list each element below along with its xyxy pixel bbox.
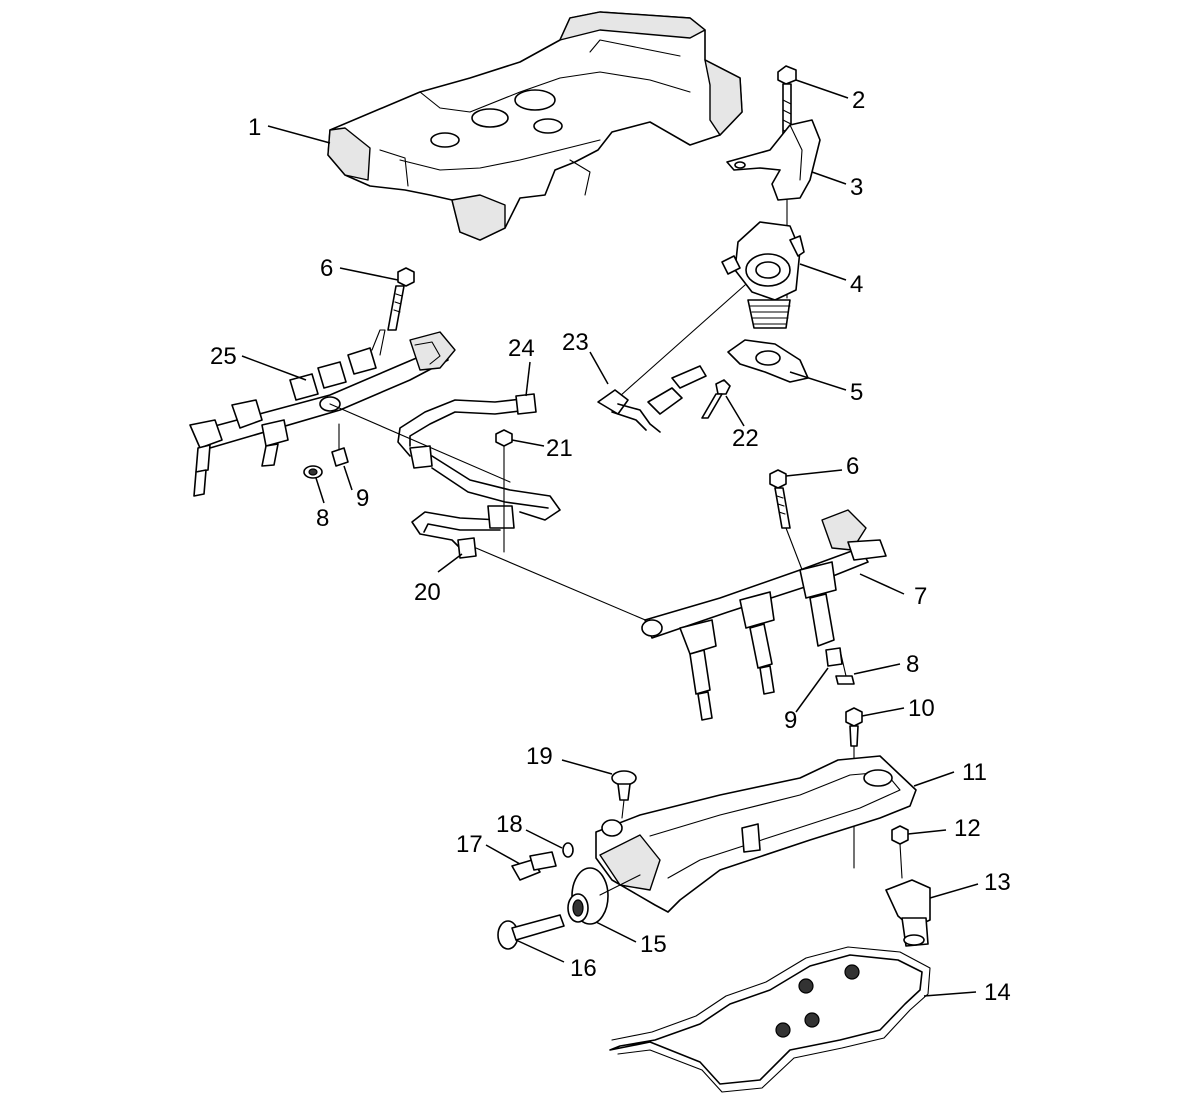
callout-17: 17: [456, 831, 483, 858]
callout-2: 2: [852, 87, 865, 114]
callout-19: 19: [526, 743, 553, 770]
callout-10: 10: [908, 695, 935, 722]
bolt-6-lower: [769, 469, 807, 581]
bolt-10: [845, 707, 863, 869]
o-ring-18: [562, 842, 574, 858]
callout-25: 25: [210, 343, 237, 370]
o-ring-9-left: [331, 423, 349, 467]
callout-9-right: 9: [784, 707, 797, 734]
callout-7: 7: [914, 583, 927, 610]
bolt-16: [497, 914, 565, 950]
callout-8-right: 8: [906, 651, 919, 678]
callout-6-upper: 6: [320, 255, 333, 282]
callout-1: 1: [248, 114, 261, 141]
o-ring-9-right: [839, 649, 847, 677]
fuel-feed-line-23: [597, 365, 707, 433]
callout-6-lower: 6: [846, 453, 859, 480]
callout-leaders: [241, 79, 979, 997]
callout-8-left: 8: [316, 505, 329, 532]
callout-24: 24: [508, 335, 535, 362]
callout-9-left: 9: [356, 485, 369, 512]
seal-8-right: [835, 675, 855, 685]
callout-12: 12: [954, 815, 981, 842]
solenoid-13: [885, 879, 931, 947]
bolt-22: [701, 379, 731, 419]
callout-3: 3: [850, 174, 863, 201]
callout-20: 20: [414, 579, 441, 606]
sensor-17: [511, 851, 557, 881]
callout-22: 22: [732, 425, 759, 452]
callout-16: 16: [570, 955, 597, 982]
callout-labels: 1 2 3 4 5 6 6 7 8 8 9 9 10 11 12 13 14 1…: [210, 87, 1011, 1006]
callout-15: 15: [640, 931, 667, 958]
bolt-6-upper: [387, 267, 415, 331]
engine-cover: [327, 11, 743, 241]
plug-19: [611, 770, 637, 819]
gasket-5: [727, 339, 809, 383]
fuel-rail-left-25: [189, 329, 511, 497]
bracket-3: [726, 119, 821, 201]
callout-13: 13: [984, 869, 1011, 896]
callout-18: 18: [496, 811, 523, 838]
callout-4: 4: [850, 271, 863, 298]
callout-21: 21: [546, 435, 573, 462]
fuel-pump-4: [619, 221, 805, 397]
callout-11: 11: [962, 759, 987, 786]
bolt-12: [891, 825, 909, 879]
callout-14: 14: [984, 979, 1011, 1006]
cover-plate-11: [595, 755, 917, 913]
callout-23: 23: [562, 329, 589, 356]
sprocket-15: [567, 867, 641, 925]
fuel-rail-right-7: [641, 509, 887, 721]
gasket-14: [609, 946, 931, 1093]
fuel-pipe-24: [397, 393, 651, 623]
bolt-21: [495, 429, 513, 553]
callout-5: 5: [850, 379, 863, 406]
seal-8-left: [303, 465, 323, 479]
